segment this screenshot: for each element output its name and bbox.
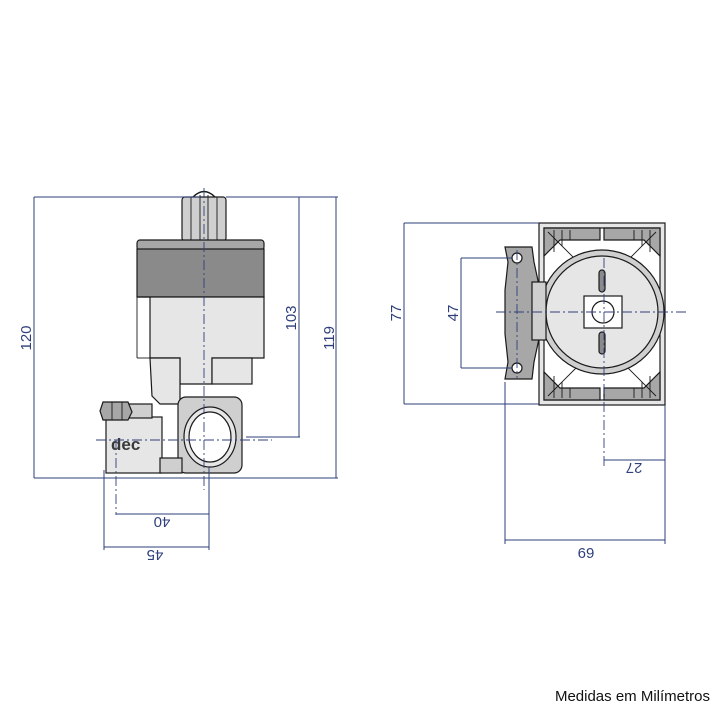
dimension-103: 103	[226, 196, 338, 438]
locking-clip	[99, 401, 133, 421]
side-handle	[504, 246, 541, 380]
valve-body	[136, 248, 265, 298]
dimension-27: 27	[604, 405, 666, 476]
svg-text:27: 27	[626, 459, 643, 476]
svg-text:103: 103	[283, 305, 300, 330]
top-view: 77 47 27 69	[388, 222, 686, 562]
left-socket	[105, 416, 163, 474]
dimension-77: 77	[388, 222, 539, 405]
svg-text:120: 120	[18, 325, 35, 350]
corner-ribs	[543, 227, 661, 401]
units-note: Medidas em Milímetros	[554, 688, 710, 705]
valve-body-lower	[137, 296, 265, 385]
dimension-119: 119	[321, 197, 338, 478]
svg-text:77: 77	[388, 305, 405, 322]
svg-text:45: 45	[147, 546, 164, 563]
dimension-40: 40	[116, 467, 210, 550]
dimension-69: 69	[504, 382, 666, 562]
svg-text:47: 47	[445, 305, 462, 322]
svg-text:69: 69	[578, 545, 595, 562]
dimension-120: 120	[18, 196, 338, 479]
svg-text:40: 40	[154, 513, 171, 530]
valve-neck	[149, 357, 181, 405]
side-view: dec 120 103 119 40	[18, 188, 338, 563]
svg-text:119: 119	[321, 326, 338, 350]
dimension-47: 47	[445, 257, 512, 369]
dimension-45: 45	[103, 470, 209, 563]
brand-logo: dec	[111, 435, 140, 454]
